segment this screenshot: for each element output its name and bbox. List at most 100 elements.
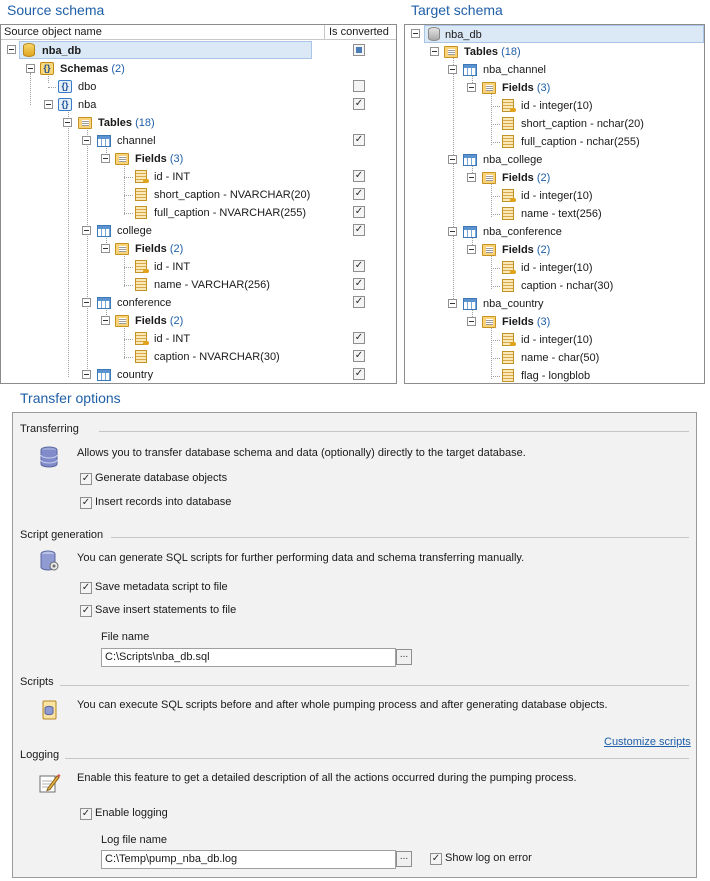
tree-row-fields[interactable]: Fields (3) [481,313,681,331]
tree-row-table-country[interactable]: country [96,366,296,383]
column-header-is-converted[interactable]: Is converted [329,26,389,38]
tree-row-field[interactable]: short_caption - nchar(20) [500,115,700,133]
tree-row-field[interactable]: id - integer(10) [500,331,700,349]
converted-checkbox[interactable] [353,134,365,146]
collapse-toggle[interactable] [411,29,420,38]
collapse-toggle[interactable] [82,226,91,235]
converted-checkbox[interactable] [353,44,365,56]
tree-row-field[interactable]: id - INT [133,168,333,186]
collapse-toggle[interactable] [448,155,457,164]
fields-folder-icon [115,153,129,165]
tree-row-field[interactable]: id - integer(10) [500,187,700,205]
tree-row-table-nba-country[interactable]: nba_country [462,295,662,313]
converted-checkbox[interactable] [353,296,365,308]
insert-records-label[interactable]: Insert records into database [95,496,232,508]
tree-label: conference [117,297,172,309]
tree-row-field[interactable]: id - integer(10) [500,97,700,115]
tree-row-field[interactable]: id - INT [133,330,333,348]
converted-checkbox[interactable] [353,188,365,200]
collapse-toggle[interactable] [7,45,16,54]
collapse-toggle[interactable] [430,47,439,56]
tree-row-tables[interactable]: Tables (18) [77,114,277,132]
browse-log-file-button[interactable]: ... [396,851,412,867]
collapse-toggle[interactable] [26,64,35,73]
target-schema-tree[interactable]: nba_db Tables (18) nba_channel Fields (3… [404,24,705,384]
tree-row-fields[interactable]: Fields (2) [481,169,681,187]
collapse-toggle[interactable] [101,316,110,325]
log-file-name-input[interactable]: C:\Temp\pump_nba_db.log [101,850,396,869]
tree-row-field[interactable]: flag - longblob [500,367,700,383]
tree-row-fields[interactable]: Fields (2) [481,241,681,259]
converted-checkbox[interactable] [353,260,365,272]
tree-row-fields[interactable]: Fields (3) [114,150,314,168]
enable-logging-checkbox[interactable] [80,808,92,820]
collapse-toggle[interactable] [467,245,476,254]
insert-records-checkbox[interactable] [80,497,92,509]
column-header-source-name[interactable]: Source object name [4,26,102,38]
tree-row-table-nba-channel[interactable]: nba_channel [462,61,662,79]
browse-file-button[interactable]: ... [396,649,412,665]
generate-db-objects-checkbox[interactable] [80,473,92,485]
tree-row-field[interactable]: id - integer(10) [500,259,700,277]
save-insert-checkbox[interactable] [80,605,92,617]
converted-checkbox[interactable] [353,80,365,92]
tree-row-table-nba-college[interactable]: nba_college [462,151,662,169]
collapse-toggle[interactable] [101,244,110,253]
converted-checkbox[interactable] [353,350,365,362]
tree-row-field[interactable]: short_caption - NVARCHAR(20) [133,186,333,204]
converted-checkbox[interactable] [353,278,365,290]
converted-checkbox[interactable] [353,224,365,236]
tree-row-nba-db[interactable]: nba_db [19,41,312,59]
collapse-toggle[interactable] [448,299,457,308]
collapse-toggle[interactable] [448,65,457,74]
primary-key-field-icon [502,189,516,202]
customize-scripts-link[interactable]: Customize scripts [604,736,691,748]
generate-db-objects-label[interactable]: Generate database objects [95,472,228,484]
tree-row-schemas[interactable]: {} Schemas (2) [39,60,239,78]
tree-row-field[interactable]: name - VARCHAR(256) [133,276,333,294]
collapse-toggle[interactable] [44,100,53,109]
tree-line [491,358,500,359]
show-log-on-error-checkbox[interactable] [430,853,442,865]
tree-row-field[interactable]: full_caption - nchar(255) [500,133,700,151]
source-schema-tree[interactable]: Source object name Is converted nba_db {… [0,24,397,384]
tree-row-fields[interactable]: Fields (3) [481,79,681,97]
converted-checkbox[interactable] [353,170,365,182]
tree-row-schema-dbo[interactable]: {} dbo [57,78,257,96]
collapse-toggle[interactable] [467,173,476,182]
tree-row-field[interactable]: name - char(50) [500,349,700,367]
tree-row-schema-nba[interactable]: {} nba [57,96,257,114]
tree-row-field[interactable]: name - text(256) [500,205,700,223]
tree-row-field[interactable]: id - INT [133,258,333,276]
tree-row-fields[interactable]: Fields (2) [114,240,314,258]
collapse-toggle[interactable] [63,118,72,127]
tree-row-table-channel[interactable]: channel [96,132,296,150]
converted-checkbox[interactable] [353,332,365,344]
tree-row-field[interactable]: full_caption - NVARCHAR(255) [133,204,333,222]
tree-row-table-college[interactable]: college [96,222,296,240]
tree-row-field[interactable]: caption - nchar(30) [500,277,700,295]
converted-checkbox[interactable] [353,206,365,218]
collapse-toggle[interactable] [448,227,457,236]
tree-row-nba-db[interactable]: nba_db [424,25,704,43]
tree-row-field[interactable]: caption - NVARCHAR(30) [133,348,333,366]
converted-checkbox[interactable] [353,98,365,110]
tree-row-fields[interactable]: Fields (2) [114,312,314,330]
collapse-toggle[interactable] [467,83,476,92]
tree-row-tables[interactable]: Tables (18) [443,43,643,61]
save-metadata-label[interactable]: Save metadata script to file [95,581,228,593]
tree-row-table-conference[interactable]: conference [96,294,296,312]
collapse-toggle[interactable] [82,298,91,307]
collapse-toggle[interactable] [82,370,91,379]
fields-folder-icon [482,316,496,328]
collapse-toggle[interactable] [467,317,476,326]
save-insert-label[interactable]: Save insert statements to file [95,604,237,616]
collapse-toggle[interactable] [82,136,91,145]
collapse-toggle[interactable] [101,154,110,163]
converted-checkbox[interactable] [353,368,365,380]
show-log-on-error-label[interactable]: Show log on error [445,852,532,864]
save-metadata-checkbox[interactable] [80,582,92,594]
enable-logging-label[interactable]: Enable logging [95,807,168,819]
file-name-input[interactable]: C:\Scripts\nba_db.sql [101,648,396,667]
tree-row-table-nba-conference[interactable]: nba_conference [462,223,662,241]
